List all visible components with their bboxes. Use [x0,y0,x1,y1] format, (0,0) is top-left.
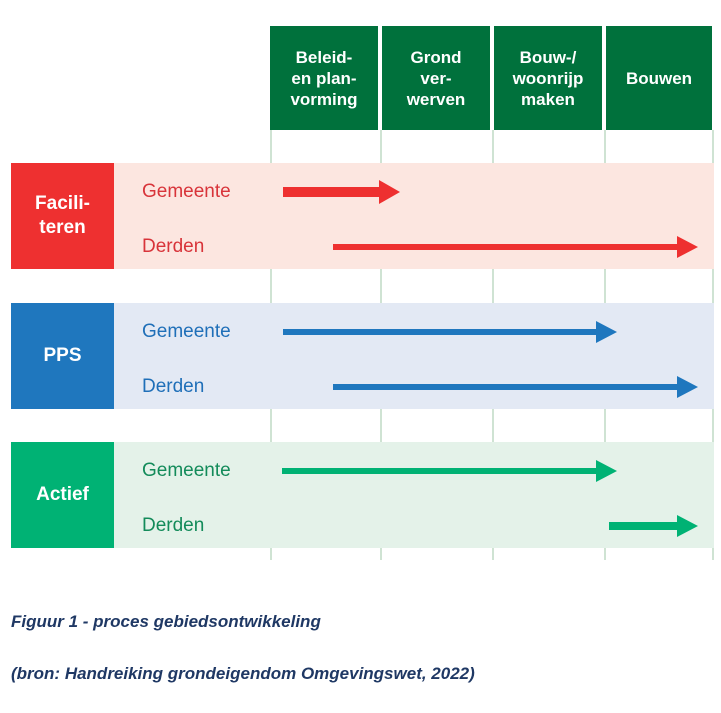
row-pps: PPS Gemeente Derden [11,303,714,409]
phase-header-label: Beleid- en plan- vorming [290,47,358,109]
row-faciliteren: Facili- teren Gemeente Derden [11,163,714,269]
phase-header-bouwen: Bouwen [606,26,714,130]
actor-label-gemeente-actief: Gemeente [142,460,231,481]
caption-line-2: (bron: Handreiking grondeigendom Omgevin… [11,664,475,683]
phase-header-label: Bouwen [625,68,693,88]
actor-label-gemeente-pps: Gemeente [142,321,231,342]
row-label: PPS [43,345,82,366]
row-swatch-faciliteren: Facili- teren [11,163,114,269]
actor-label-derden-pps: Derden [142,376,205,397]
row-swatch-pps: PPS [11,303,114,409]
phase-header-bouw-woonrijp-maken: Bouw-/ woonrijp maken [494,26,604,130]
row-label: Facili- teren [35,193,90,238]
phase-header-label: Bouw-/ woonrijp maken [512,47,584,109]
row-actief: Actief Gemeente Derden [11,442,714,548]
figure-caption: Figuur 1 - proces gebiedsontwikkeling (b… [11,583,711,713]
phase-header-label: Grond ver- werven [406,47,466,109]
phase-header-beleid-en-planvorming: Beleid- en plan- vorming [270,26,380,130]
process-diagram: Beleid- en plan- vorming Grond ver- werv… [11,26,714,683]
actor-label-gemeente-faciliteren: Gemeente [142,181,231,202]
row-swatch-actief: Actief [11,442,114,548]
actor-label-derden-faciliteren: Derden [142,236,205,257]
phase-header-grond-verwerven: Grond ver- werven [382,26,492,130]
caption-line-1: Figuur 1 - proces gebiedsontwikkeling [11,612,321,631]
actor-label-derden-actief: Derden [142,515,205,536]
row-label: Actief [36,484,89,505]
